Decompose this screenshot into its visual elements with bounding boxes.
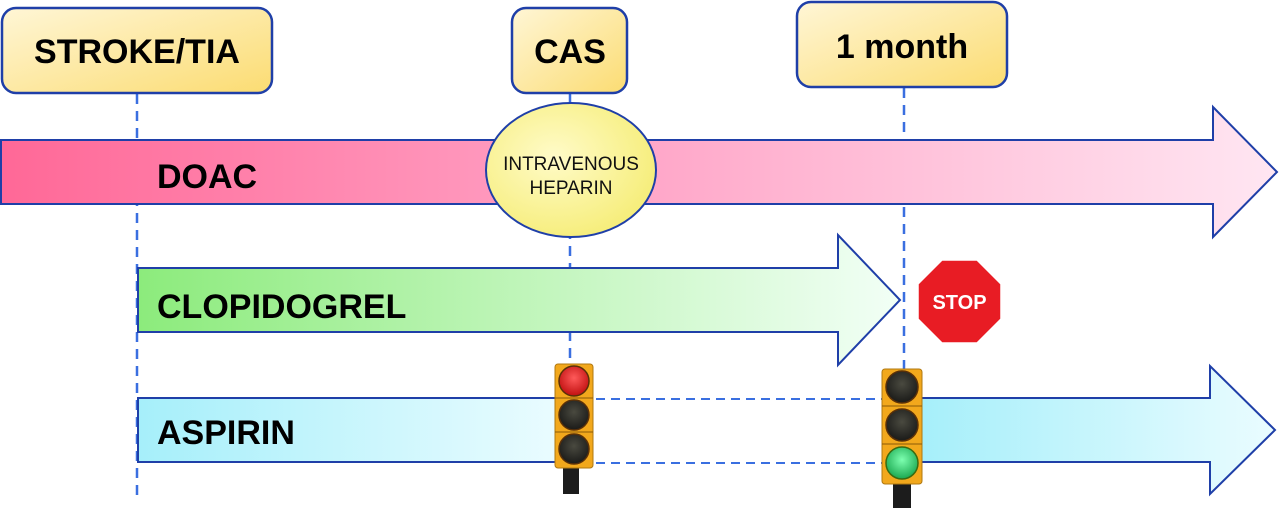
heparin-line2: HEPARIN [529,178,612,199]
milestone-one-month-label: 1 month [836,28,968,66]
milestone-stroke-tia-label: STROKE/TIA [34,33,240,71]
milestone-cas: CAS [510,6,629,95]
milestone-one-month: 1 month [795,0,1009,89]
aspirin-label: ASPIRIN [157,414,295,452]
aspirin-arrow: ASPIRIN [137,363,1277,497]
doac-label: DOAC [157,158,257,196]
stop-sign-icon: STOP [917,259,1002,344]
traffic-light-red-icon [554,363,594,494]
heparin-line1: INTRAVENOUS [503,154,639,175]
clopidogrel-arrow: CLOPIDOGREL [137,232,902,368]
traffic-light-green-icon [881,368,923,508]
stop-sign-label: STOP [932,292,986,314]
milestone-stroke-tia: STROKE/TIA [0,6,274,95]
intravenous-heparin-bubble: INTRAVENOUS HEPARIN [485,102,657,238]
milestone-cas-label: CAS [534,33,606,71]
clopidogrel-label: CLOPIDOGREL [157,288,406,326]
